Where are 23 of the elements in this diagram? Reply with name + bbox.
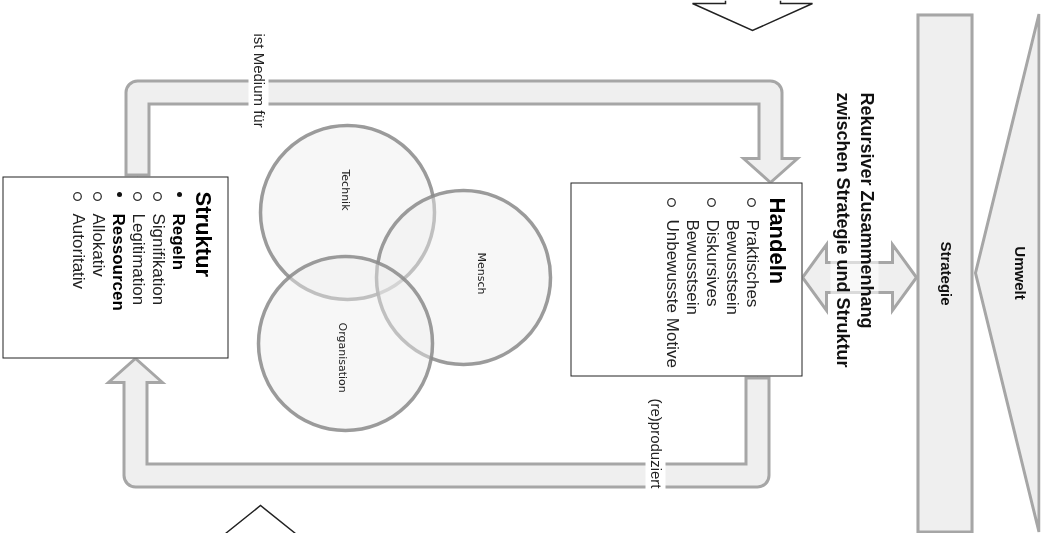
block-arrow xyxy=(104,356,770,488)
bar-label: Strategie xyxy=(935,240,955,306)
block-arrow xyxy=(124,79,801,184)
list-item: Diskursives Bewusstsein xyxy=(681,197,721,371)
list-item: Praktisches Bewusstsein xyxy=(721,197,761,371)
list-item: Signifikation xyxy=(147,191,167,353)
box-heading: Handeln xyxy=(763,197,789,286)
circle-label: Technik xyxy=(337,169,352,211)
wedge-label: Umwelt xyxy=(1010,244,1029,302)
list-item: Legitimation xyxy=(127,191,147,353)
list-item: Allokativ xyxy=(87,191,107,353)
list-item: Autoritativ xyxy=(67,191,87,353)
circle-label: Organisation xyxy=(334,322,349,393)
list-item: Ressourcen xyxy=(107,191,127,353)
strategy-bar xyxy=(916,13,973,533)
list-item: Regeln xyxy=(167,191,187,353)
list-item: Unbewusste Motive xyxy=(661,197,681,371)
list-box xyxy=(2,176,228,358)
heading-text: Rekursiver Zusammenhang zwischen Strategie und Struktur xyxy=(830,92,878,368)
box-heading: Struktur xyxy=(189,191,215,279)
list-box xyxy=(570,182,802,376)
block-arrow xyxy=(800,239,918,315)
circle-label: Mensch xyxy=(473,252,488,294)
